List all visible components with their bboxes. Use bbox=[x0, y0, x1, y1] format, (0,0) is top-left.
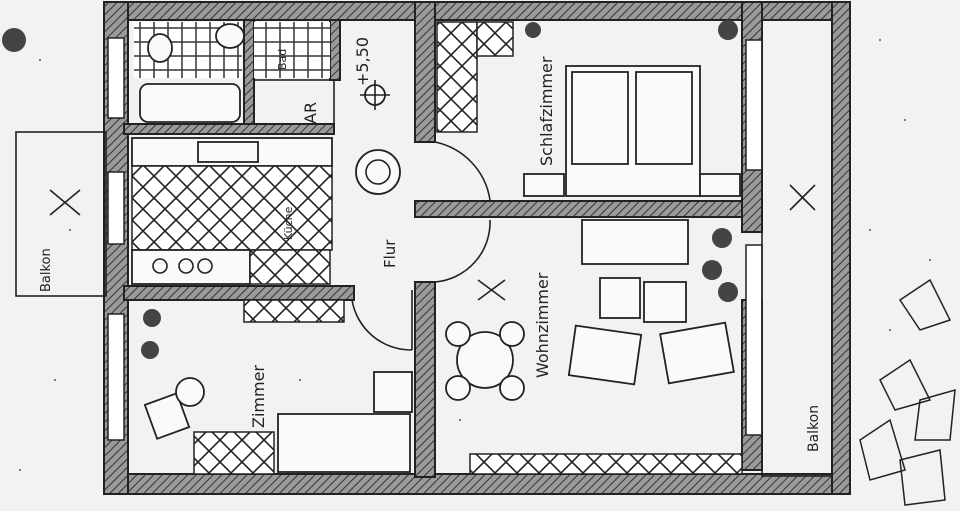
small-room bbox=[143, 299, 413, 475]
room-label-bath: Bad bbox=[276, 49, 289, 70]
room-label-storage: AR bbox=[301, 102, 320, 124]
bathroom bbox=[134, 22, 330, 123]
bedroom bbox=[436, 21, 741, 197]
room-label-bedroom: Schlafzimmer bbox=[537, 56, 556, 166]
balcony-label-right: Balkon bbox=[806, 405, 822, 452]
elevation-label: +5,50 bbox=[353, 37, 372, 86]
balcony-right bbox=[761, 19, 833, 477]
living-room bbox=[445, 219, 743, 475]
room-label-living: Wohnzimmer bbox=[533, 272, 552, 378]
room-label-room: Zimmer bbox=[249, 365, 268, 428]
room-label-hall: Flur bbox=[381, 239, 399, 268]
room-label-kitchen: Küche bbox=[282, 206, 295, 240]
balcony-left bbox=[15, 131, 107, 297]
kitchen bbox=[131, 137, 333, 285]
plant-icons bbox=[2, 20, 738, 359]
balcony-label-left: Balkon bbox=[39, 248, 54, 292]
hall bbox=[351, 80, 491, 351]
storage-room bbox=[253, 79, 335, 125]
windows bbox=[107, 37, 763, 441]
tree-icons bbox=[859, 278, 956, 506]
